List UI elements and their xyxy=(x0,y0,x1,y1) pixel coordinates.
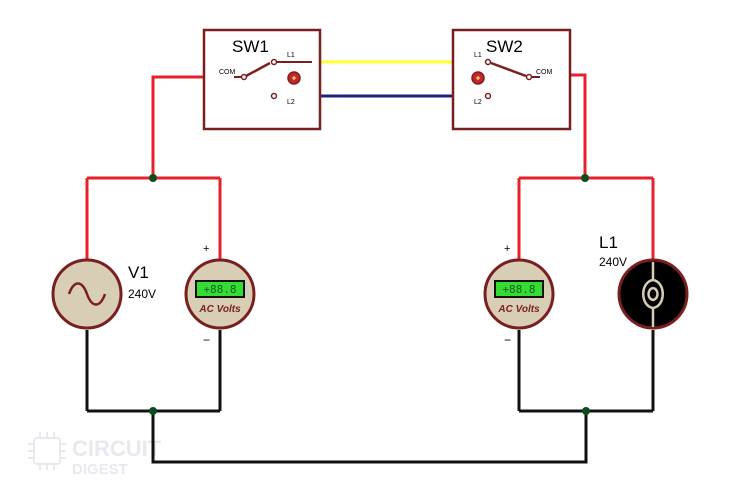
neutral-wiring xyxy=(85,330,655,464)
meter-right-minus: − xyxy=(504,333,511,347)
meter-right-label: AC Volts xyxy=(497,304,540,315)
lamp-name: L1 xyxy=(599,233,618,252)
sw1-name: SW1 xyxy=(232,37,269,56)
lamp-value: 240V xyxy=(599,255,627,269)
voltmeter-right[interactable]: + − +88.8 AC Volts xyxy=(483,243,555,347)
meter-left-plus: + xyxy=(203,243,209,255)
meter-left-minus: − xyxy=(203,333,210,347)
switch-sw1[interactable]: SW1 L1 COM L2 xyxy=(202,28,322,131)
meter-right-reading: +88.8 xyxy=(502,283,535,296)
sw2-name: SW2 xyxy=(486,37,523,56)
meter-right-display xyxy=(494,280,544,298)
lamp-l1[interactable] xyxy=(617,258,689,330)
ac-sine-icon xyxy=(67,282,107,306)
sw2-com-pin: COM xyxy=(536,69,553,76)
meter-left-label: AC Volts xyxy=(198,304,241,315)
watermark: CIRCUIT DIGEST xyxy=(28,432,162,478)
watermark-line2: DIGEST xyxy=(72,461,128,478)
sw2-l2-pin: L2 xyxy=(474,99,482,106)
junction-dots xyxy=(149,174,590,415)
bulb-filament-icon xyxy=(642,262,664,327)
sw1-l2-pin: L2 xyxy=(287,99,295,106)
voltmeter-left[interactable]: + − +88.8 AC Volts xyxy=(184,243,256,347)
switch-sw2[interactable]: SW2 L1 COM L2 xyxy=(451,28,572,131)
sw1-com-pin: COM xyxy=(219,69,236,76)
sw1-l1-pin: L1 xyxy=(287,52,295,59)
ac-source-v1[interactable] xyxy=(51,258,123,330)
source-name: V1 xyxy=(128,263,149,282)
meter-left-reading: +88.8 xyxy=(203,283,236,296)
meter-right-plus: + xyxy=(504,243,510,255)
sw2-l1-pin: L1 xyxy=(474,52,482,59)
meter-left-display xyxy=(195,280,245,298)
source-value: 240V xyxy=(128,287,156,301)
watermark-line1: CIRCUIT xyxy=(72,436,162,461)
chip-icon xyxy=(28,432,66,470)
